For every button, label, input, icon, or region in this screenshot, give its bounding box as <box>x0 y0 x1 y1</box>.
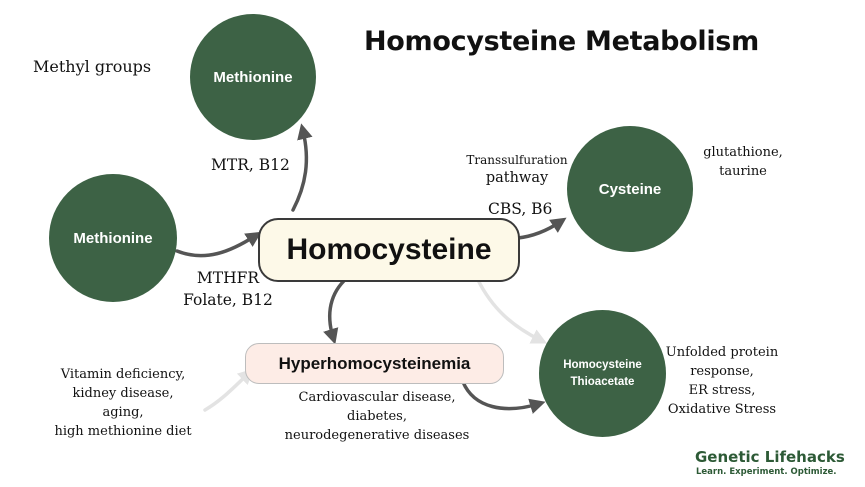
effect-item: Oxidative Stress <box>667 402 777 417</box>
page-title: Homocysteine Metabolism <box>364 26 759 57</box>
arrow-hyper-to-thioacetate <box>461 380 546 414</box>
arrow-homocysteine-to-cysteine <box>516 217 567 240</box>
arrow-causes-to-hyper-light <box>203 368 254 412</box>
cause-item: high methionine diet <box>54 424 192 439</box>
cause-item: kidney disease, <box>72 386 174 401</box>
methionine-left-node: Methionine <box>49 174 177 302</box>
homocysteine-node: Homocysteine <box>258 218 520 282</box>
cysteine-node: Cysteine <box>567 126 693 252</box>
hyperhomocysteinemia-label: Hyperhomocysteinemia <box>278 353 471 373</box>
cbs-b6-label: CBS, B6 <box>488 200 553 218</box>
cause-item: aging, <box>102 405 144 420</box>
pathway-label: pathway <box>485 170 549 186</box>
causes-list: Vitamin deficiency, kidney disease, agin… <box>28 365 218 441</box>
transsulfuration-labels: Transsulfuration pathway <box>462 152 572 188</box>
cysteine-label: Cysteine <box>598 180 662 198</box>
diseases-list: Cardiovascular disease, diabetes, neurod… <box>274 388 480 445</box>
glutathione-label: glutathione, <box>703 145 783 160</box>
disease-item: neurodegenerative diseases <box>284 428 470 443</box>
methionine-top-node: Methionine <box>190 14 316 140</box>
methionine-left-label: Methionine <box>73 229 153 247</box>
effect-item: response, <box>690 364 754 379</box>
methyl-groups-label: Methyl groups <box>33 57 152 76</box>
thioacetate-label-line1: Homocysteine <box>563 358 642 371</box>
cause-item: Vitamin deficiency, <box>60 367 186 382</box>
mtr-b12-label: MTR, B12 <box>211 156 290 174</box>
arrow-methionine-to-homocysteine <box>175 231 262 258</box>
thioacetate-label-line2: Thioacetate <box>570 375 635 388</box>
hyperhomocysteinemia-node: Hyperhomocysteinemia <box>245 343 504 384</box>
arrow-homocysteine-to-thioacetate-light <box>476 278 548 344</box>
arrow-homocysteine-to-hyper <box>323 276 349 345</box>
mthfr-folate-labels: MTHFR Folate, B12 <box>178 267 278 311</box>
effect-item: ER stress, <box>688 383 756 398</box>
disease-item: Cardiovascular disease, <box>298 390 456 405</box>
taurine-label: taurine <box>719 164 767 179</box>
mthfr-label: MTHFR <box>196 269 260 287</box>
disease-item: diabetes, <box>347 409 407 424</box>
brand-logo-name: Genetic Lifehacks <box>695 448 845 466</box>
effect-item: Unfolded protein <box>665 345 779 360</box>
folate-b12-label: Folate, B12 <box>183 291 273 309</box>
transsulfuration-label: Transsulfuration <box>466 153 568 167</box>
glutathione-taurine-labels: glutathione, taurine <box>693 143 793 181</box>
thioacetate-node: Homocysteine Thioacetate <box>539 310 666 437</box>
brand-tagline: Learn. Experiment. Optimize. <box>696 467 837 477</box>
effects-list: Unfolded protein response, ER stress, Ox… <box>652 343 792 419</box>
homocysteine-label: Homocysteine <box>286 233 492 266</box>
arrow-homocysteine-to-methionine <box>291 123 313 212</box>
methionine-top-label: Methionine <box>213 68 293 86</box>
